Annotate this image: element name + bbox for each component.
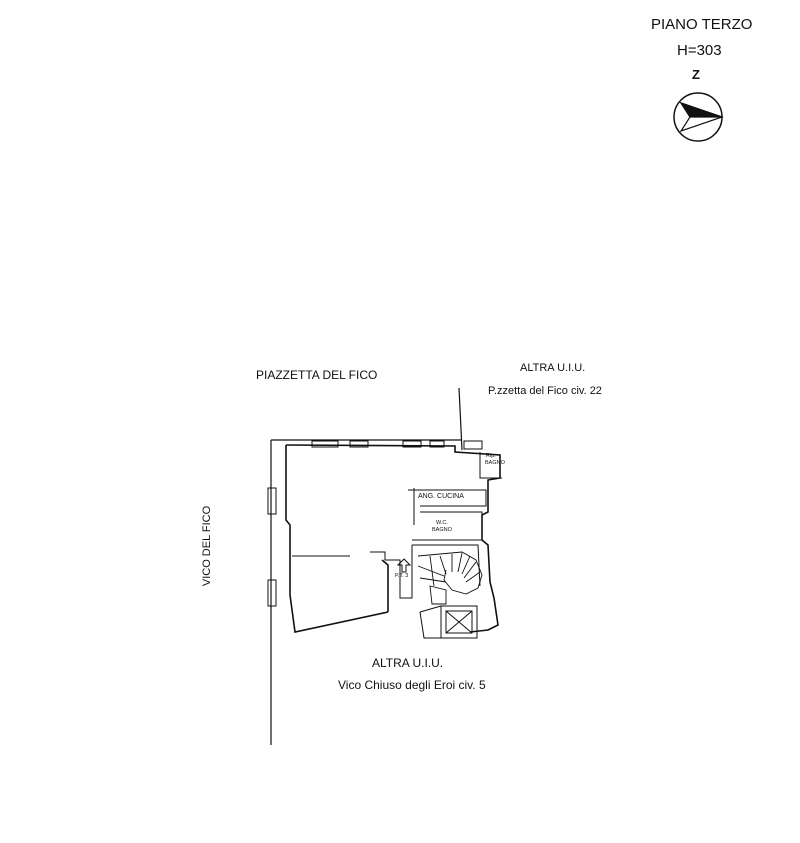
window-marks-left [267,487,277,607]
neighbour-boundary-line [458,387,463,451]
entrance-arrow-icon [396,558,412,573]
room-closet-label-line1: Rip. [486,453,496,459]
north-label: Z [692,67,700,82]
exterior-wall [285,444,501,633]
room-kitchen-label: ANG. CUCINA [418,493,464,500]
neighbour-top-address: P.zzetta del Fico civ. 22 [488,385,602,397]
neighbour-top-label: ALTRA U.I.U. [520,362,586,374]
floor-title: PIANO TERZO [651,16,753,33]
neighbour-bottom-label: ALTRA U.I.U. [372,656,444,670]
lift-shaft [419,605,478,639]
floor-height: H=303 [677,42,722,59]
room-bath-label-line2: BAGNO [432,527,452,533]
spiral-stair [417,551,483,605]
room-bath-label-line1: W.C. [436,520,448,526]
interior-walls [292,452,502,599]
street-top-label: PIAZZETTA DEL FICO [256,368,378,382]
neighbour-bottom-address: Vico Chiuso degli Eroi civ. 5 [338,678,486,692]
stair-tag-label: P.T. 3 [395,573,409,579]
room-closet-label-line2: BAGNO [485,460,505,466]
compass-north-arrow-icon [673,92,724,142]
window-marks-top [311,440,483,450]
